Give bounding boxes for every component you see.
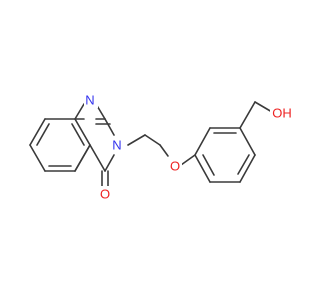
atom-label-hydroxyl: OH [272, 106, 292, 121]
bond [36, 123, 50, 146]
bond-layer [29, 101, 273, 187]
atom-label-ether-o: O [170, 159, 180, 174]
bond [74, 118, 91, 146]
bond [74, 103, 85, 120]
bond [239, 154, 256, 183]
bond [237, 154, 250, 175]
molecule-diagram: N N O O OH [29, 92, 294, 202]
bond [239, 101, 256, 129]
atom-label-n3: N [112, 138, 121, 153]
bond [180, 154, 196, 166]
bond [71, 123, 85, 146]
atom-label-n1: N [85, 93, 94, 108]
bond [194, 154, 211, 183]
bond [239, 127, 256, 156]
bond [104, 118, 115, 136]
bond [127, 134, 146, 146]
bond [104, 154, 115, 172]
bond [202, 154, 215, 176]
bond [29, 118, 46, 146]
atom-bg [84, 92, 98, 108]
atom-label-carbonyl-o: O [100, 187, 110, 202]
atom-bg [98, 186, 112, 202]
atom-bg [168, 158, 182, 174]
bond [144, 134, 161, 146]
bond [254, 101, 273, 113]
bond [159, 144, 169, 157]
atom-bg [110, 137, 124, 153]
bond [89, 144, 106, 172]
atom-bg [270, 105, 294, 121]
bond [29, 144, 46, 172]
bond [74, 144, 91, 172]
atom-layer: N N O O OH [84, 92, 294, 202]
bond [194, 127, 211, 156]
